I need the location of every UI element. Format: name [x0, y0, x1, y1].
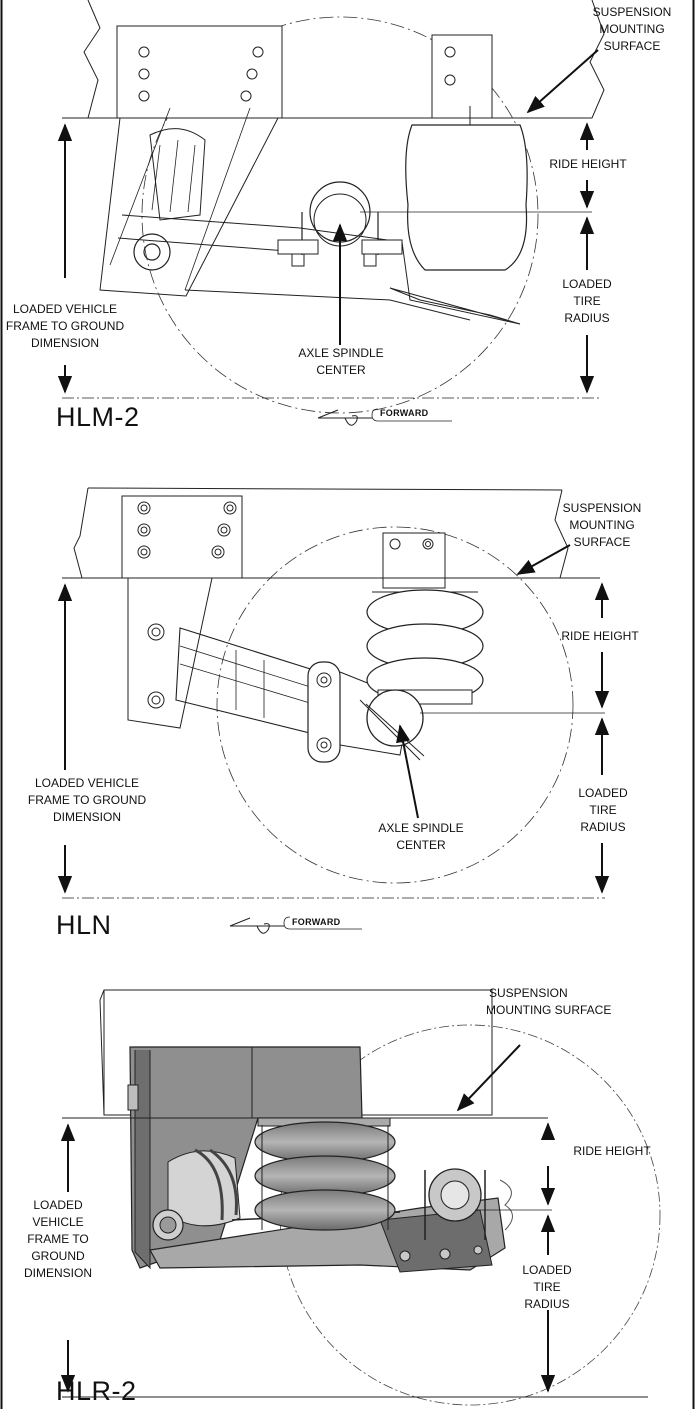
hlr2-suspension-mounting-surface-label: SUSPENSION MOUNTING SURFACE: [486, 986, 612, 1017]
hlr2-model-title: HLR-2: [56, 1376, 137, 1406]
hlm2-loaded-tire-radius-label: LOADED TIRE RADIUS: [562, 277, 612, 325]
hlm2-axle-spindle-center-label: AXLE SPINDLE CENTER: [298, 346, 384, 377]
hlm2-forward-label: FORWARD: [380, 408, 429, 418]
hlm2-suspension-mounting-surface-label: SUSPENSION MOUNTING SURFACE: [592, 5, 672, 53]
diagram-hln: [57, 487, 610, 934]
hlr2-loaded-tire-radius-label: LOADED TIRE RADIUS: [522, 1263, 572, 1311]
hln-loaded-vehicle-frame-label: LOADED VEHICLE FRAME TO GROUND DIMENSION: [27, 776, 147, 824]
hln-axle-spindle-center-label: AXLE SPINDLE CENTER: [378, 821, 464, 852]
hlr2-ride-height-label: RIDE HEIGHT: [573, 1144, 651, 1158]
hlm2-ride-height-label: RIDE HEIGHT: [549, 157, 627, 171]
diagram-hlm2: [57, 0, 605, 426]
hln-forward-label: FORWARD: [292, 917, 341, 927]
hln-ride-height-label: RIDE HEIGHT: [561, 629, 639, 643]
hln-suspension-mounting-surface-label: SUSPENSION MOUNTING SURFACE: [562, 501, 642, 549]
hlm2-loaded-vehicle-frame-label: LOADED VEHICLE FRAME TO GROUND DIMENSION: [5, 302, 125, 350]
hlm2-model-title: HLM-2: [56, 402, 140, 432]
hlr2-loaded-vehicle-frame-label: LOADED VEHICLE FRAME TO GROUND DIMENSION: [23, 1198, 92, 1280]
diagram-hlr2: [60, 989, 661, 1406]
hln-model-title: HLN: [56, 910, 112, 940]
hln-loaded-tire-radius-label: LOADED TIRE RADIUS: [578, 786, 628, 834]
